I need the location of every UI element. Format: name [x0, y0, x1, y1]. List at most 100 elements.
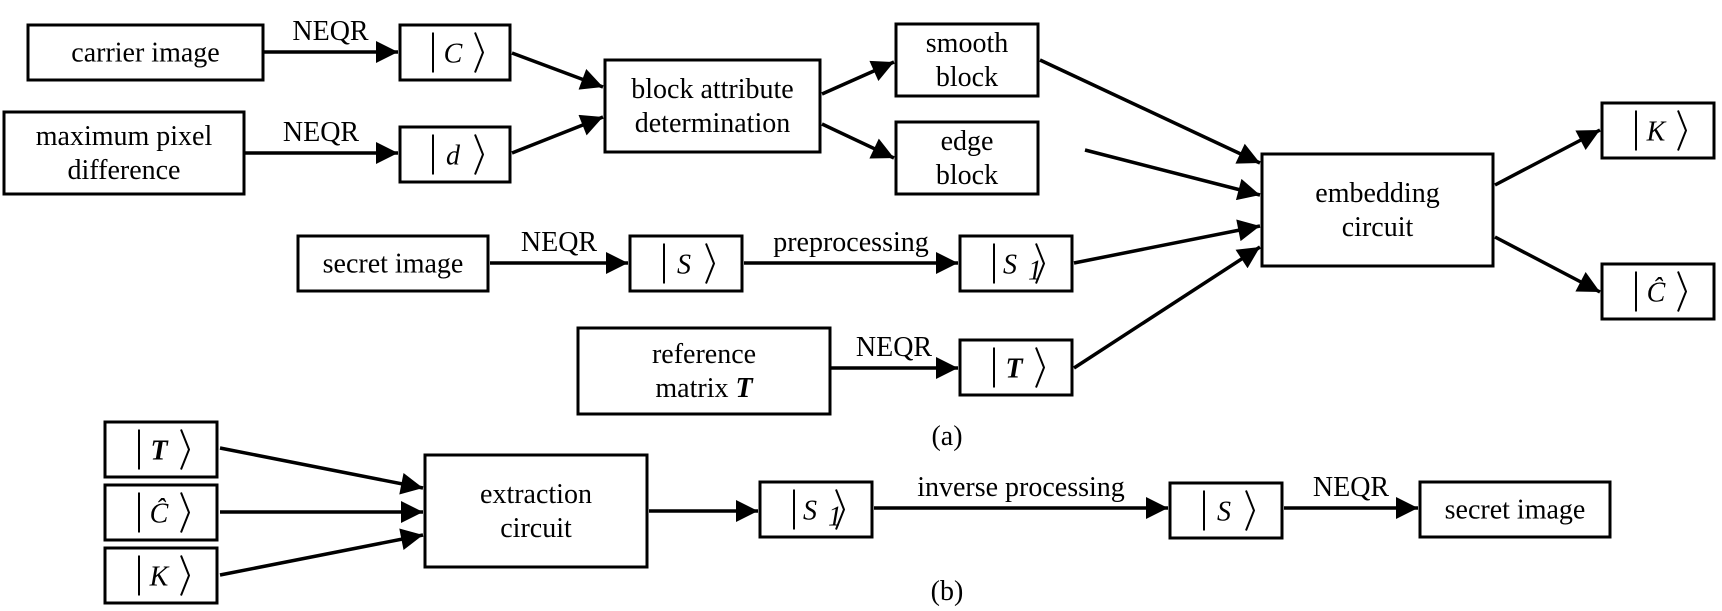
- node-box: [296, 234, 490, 293]
- node-label: difference: [68, 155, 181, 186]
- edge-label: NEQR: [856, 332, 933, 363]
- arrow: [821, 60, 895, 96]
- node-ket-K-a: K: [1600, 101, 1716, 160]
- edge-ket-d-to-block-attr: [511, 114, 604, 155]
- edge-ket-T-a-to-embedding: [1073, 245, 1261, 370]
- node-box: [103, 483, 219, 542]
- node-label: block attribute: [631, 74, 794, 105]
- arrow: [1073, 219, 1261, 265]
- node-label: circuit: [1342, 212, 1414, 243]
- edge-embedding-to-ket-K-a: [1494, 128, 1601, 187]
- node-secret-image-a: secret image: [296, 234, 490, 293]
- edge-label: inverse processing: [917, 472, 1125, 503]
- ket-symbol: S: [677, 250, 691, 281]
- node-label: matrix T: [655, 373, 754, 404]
- node-carrier-image: carrier image: [26, 23, 265, 82]
- ket-angle: [180, 429, 191, 470]
- arrow: [821, 122, 895, 160]
- ket-subscript: 1: [828, 502, 842, 533]
- node-box: [576, 326, 832, 416]
- node-box: [2, 110, 246, 196]
- node-label: circuit: [500, 513, 572, 544]
- ket-symbol: Ĉ: [150, 499, 169, 530]
- edge-block-attr-to-smooth-block: [821, 60, 895, 96]
- ket-symbol: d: [446, 141, 461, 172]
- node-label: embedding: [1315, 178, 1439, 209]
- node-label: secret image: [323, 249, 464, 280]
- ket-angle: [180, 555, 191, 596]
- edge-edge-block-to-embedding: [1084, 148, 1261, 201]
- node-label: extraction: [480, 479, 592, 510]
- caption-b: (b): [931, 576, 964, 607]
- arrow: [1084, 148, 1261, 201]
- edge-ket-T-b-to-extraction: [219, 446, 424, 495]
- node-label: block: [936, 62, 998, 93]
- ket-angle: [835, 489, 846, 530]
- ket-angle: [180, 492, 191, 533]
- node-label: secret image: [1445, 495, 1586, 526]
- arrow: [1073, 245, 1261, 370]
- edge-smooth-block-to-embedding: [1039, 58, 1261, 165]
- arrow: [219, 446, 424, 495]
- ket-symbol: S: [1003, 250, 1017, 281]
- node-box: [423, 453, 649, 569]
- node-secret-image-b: secret image: [1418, 480, 1612, 539]
- ket-symbol: S: [1217, 497, 1231, 528]
- node-box: [1600, 101, 1716, 160]
- node-label: smooth: [926, 28, 1008, 59]
- ket-symbol: K: [149, 562, 170, 593]
- arrow: [219, 528, 424, 577]
- ket-angle: [1677, 110, 1688, 151]
- node-label: reference: [652, 339, 756, 370]
- node-ket-T-a: T: [958, 338, 1074, 397]
- edge-embedding-to-ket-Chat-a: [1494, 235, 1601, 294]
- node-ket-K-b: K: [103, 546, 219, 605]
- ket-angle: [474, 32, 485, 73]
- arrow: [511, 51, 604, 90]
- edge-label: NEQR: [521, 227, 598, 258]
- arrow: [1039, 58, 1261, 165]
- edge-label: NEQR: [283, 117, 360, 148]
- ket-angle: [1035, 243, 1046, 284]
- edge-secret-image-a-to-ket-S-a: NEQR: [490, 227, 628, 274]
- node-box: [1418, 480, 1612, 539]
- edge-block-attr-to-edge-block: [821, 122, 895, 160]
- edge-ket-S-b-to-secret-image-b: NEQR: [1284, 472, 1418, 519]
- edge-max-pixel-diff-to-ket-d: NEQR: [244, 117, 398, 164]
- ket-angle: [705, 243, 716, 284]
- edge-ket-S1-a-to-embedding: [1073, 219, 1261, 265]
- edge-ket-S-a-to-ket-S1-a: preprocessing: [744, 227, 958, 274]
- arrow: [511, 114, 604, 155]
- edge-label: NEQR: [292, 16, 369, 47]
- edge-ket-K-b-to-extraction: [219, 528, 424, 577]
- node-ket-C: C: [398, 23, 512, 82]
- edge-ref-matrix-to-ket-T-a: NEQR: [830, 332, 958, 379]
- node-box: [398, 23, 512, 82]
- edge-carrier-image-to-ket-C: NEQR: [263, 16, 398, 63]
- edge-label: preprocessing: [773, 227, 929, 258]
- node-box: [958, 234, 1074, 293]
- node-ket-d: d: [398, 125, 512, 184]
- ket-angle: [474, 134, 485, 175]
- node-label: carrier image: [71, 38, 219, 69]
- ket-angle: [1035, 347, 1046, 388]
- node-box: [398, 125, 512, 184]
- node-box: [1168, 481, 1284, 540]
- ket-symbol: Ĉ: [1647, 278, 1666, 309]
- edge-label: NEQR: [1313, 472, 1390, 503]
- ket-angle: [1677, 271, 1688, 312]
- ket-symbol: K: [1646, 117, 1667, 148]
- ket-subscript: 1: [1028, 256, 1042, 287]
- node-label: block: [936, 160, 998, 191]
- edge-ket-C-to-block-attr: [511, 51, 604, 90]
- node-ket-Chat-b: Ĉ: [103, 483, 219, 542]
- node-box: [628, 234, 744, 293]
